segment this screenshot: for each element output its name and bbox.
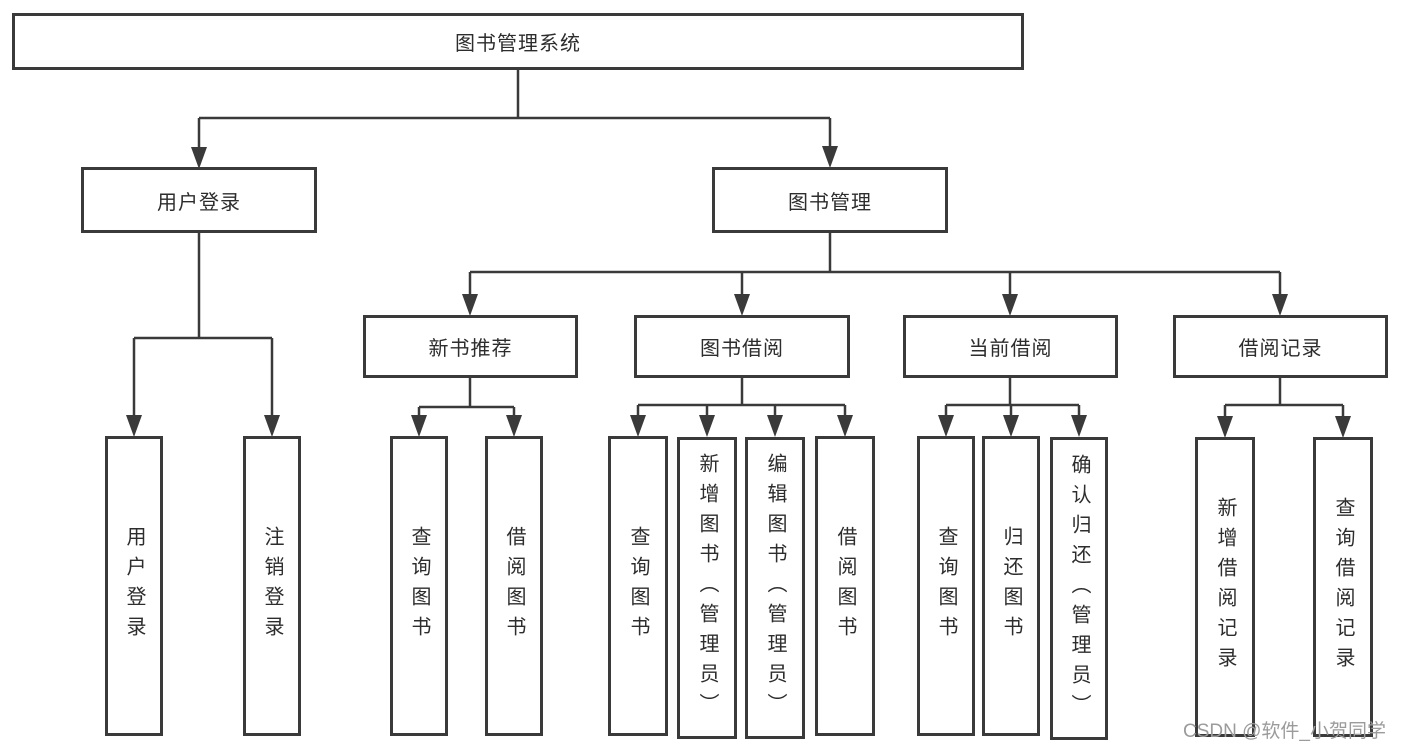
node-label: 查询图书: [935, 526, 957, 646]
leaf-bb-query-books: 查询图书: [608, 436, 668, 736]
leaf-nbr-query-books: 查询图书: [390, 436, 448, 736]
csdn-watermark: CSDN @软件_小贺同学: [1183, 721, 1386, 742]
leaf-br-query-record: 查询借阅记录: [1313, 437, 1373, 737]
leaf-cb-confirm-return-admin: 确认归还（管理员）: [1050, 437, 1108, 740]
leaf-cb-query-books: 查询图书: [917, 436, 975, 736]
node-label: 查询借阅记录: [1332, 497, 1354, 677]
node-user-login: 用户登录: [81, 167, 317, 233]
node-label: 确认归还（管理员）: [1068, 453, 1090, 724]
node-label: 新增图书（管理员）: [696, 453, 718, 723]
leaf-br-add-record: 新增借阅记录: [1195, 437, 1255, 737]
node-label: 注销登录: [261, 526, 283, 646]
node-label: 新增借阅记录: [1214, 497, 1236, 677]
node-current-borrow: 当前借阅: [903, 315, 1118, 378]
node-label: 借阅图书: [503, 526, 525, 646]
node-label: 用户登录: [157, 191, 241, 214]
node-label: 借阅图书: [834, 526, 856, 646]
leaf-logout: 注销登录: [243, 436, 301, 736]
node-book-borrow: 图书借阅: [634, 315, 850, 378]
node-new-book-recommend: 新书推荐: [363, 315, 578, 378]
node-label: 图书管理系统: [455, 33, 581, 55]
leaf-cb-return-books: 归还图书: [982, 436, 1040, 736]
node-label: 图书管理: [788, 191, 872, 214]
node-label: 新书推荐: [428, 338, 513, 360]
node-label: 编辑图书（管理员）: [764, 453, 786, 723]
leaf-user-login: 用户登录: [105, 436, 163, 736]
node-label: 借阅记录: [1238, 338, 1323, 360]
node-label: 归还图书: [1000, 526, 1022, 646]
node-label: 用户登录: [123, 526, 145, 646]
node-label: 查询图书: [408, 526, 430, 646]
node-label: 图书借阅: [700, 338, 784, 360]
node-book-management: 图书管理: [712, 167, 948, 233]
leaf-bb-edit-book-admin: 编辑图书（管理员）: [745, 437, 805, 739]
leaf-bb-add-book-admin: 新增图书（管理员）: [677, 437, 737, 739]
node-label: 查询图书: [627, 526, 649, 646]
leaf-bb-borrow-books: 借阅图书: [815, 436, 875, 736]
node-library-management-system: 图书管理系统: [12, 13, 1024, 70]
leaf-nbr-borrow-books: 借阅图书: [485, 436, 543, 736]
node-label: 当前借阅: [968, 338, 1053, 360]
node-borrow-record: 借阅记录: [1173, 315, 1388, 378]
